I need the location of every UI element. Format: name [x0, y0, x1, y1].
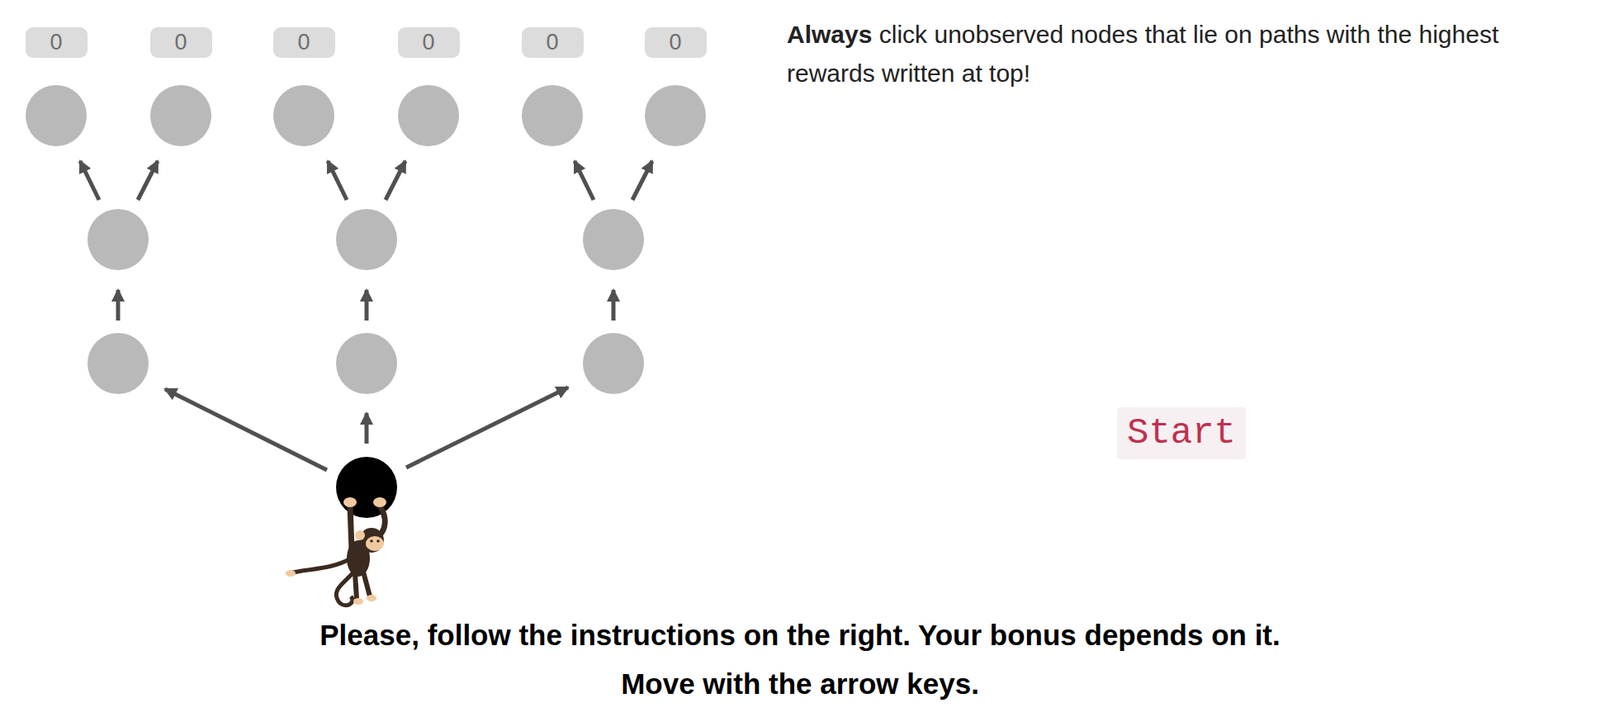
monkey-figure	[285, 497, 387, 606]
reward-box: 0	[397, 27, 460, 58]
node-text: Start	[1126, 411, 1236, 454]
node-text: 0	[174, 29, 187, 56]
instruction-emphasis: Always	[786, 20, 872, 48]
tree-arrows	[80, 160, 653, 470]
node-text: 0	[49, 29, 62, 56]
reward-box: 0	[521, 27, 584, 58]
node-text: 0	[297, 29, 310, 56]
footer-instruction: Please, follow the instructions on the r…	[0, 618, 1600, 652]
reward-box: 0	[150, 27, 213, 58]
node-text: 0	[668, 29, 682, 56]
reward-box: 0	[273, 27, 336, 58]
reward-box: 0	[25, 27, 88, 58]
start-button: Start	[1117, 407, 1246, 460]
footer-instruction: Move with the arrow keys.	[0, 667, 1600, 701]
tree-circles	[25, 85, 706, 394]
instruction-text: Alwaysclick unobserved nodes that lie on…	[786, 14, 1584, 93]
root-node	[336, 456, 398, 518]
instruction-body: click unobserved nodes that lie on paths…	[786, 20, 1499, 87]
node-text: 0	[545, 29, 559, 56]
node-text: 0	[421, 29, 435, 56]
reward-box: 0	[644, 27, 707, 58]
